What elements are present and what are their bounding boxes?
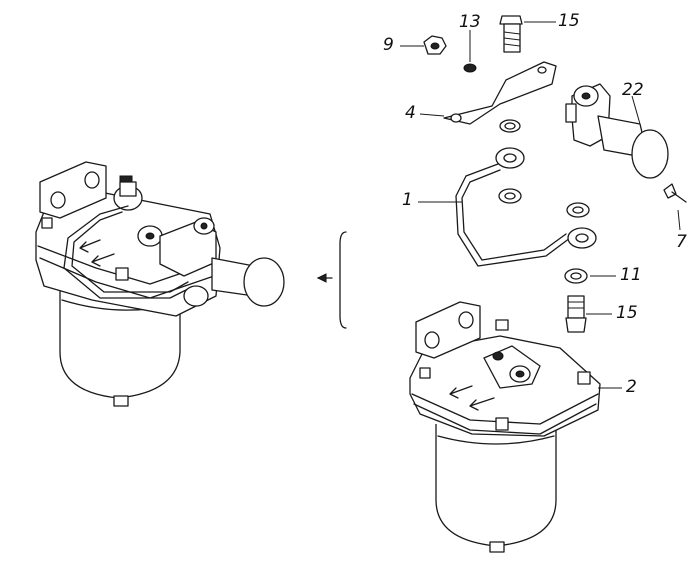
callout-15-bottom: 15 xyxy=(616,303,638,323)
sealing-washers xyxy=(498,188,590,218)
part-22-primer-pump xyxy=(565,83,669,179)
callout-22: 22 xyxy=(622,80,644,100)
callout-7: 7 xyxy=(676,232,687,252)
callout-15-top: 15 xyxy=(558,11,580,31)
assembled-filter xyxy=(35,161,285,407)
part-15-banjo-bolt xyxy=(499,15,523,53)
sealing-washer xyxy=(499,119,521,133)
part-7-screw xyxy=(663,183,687,203)
part-11-washer xyxy=(564,268,588,284)
part-4-bracket xyxy=(443,61,557,125)
leader-lines xyxy=(400,21,681,389)
callout-2: 2 xyxy=(626,377,637,397)
part-15-fitting xyxy=(565,295,587,333)
part-1-fuel-pipe xyxy=(455,147,597,267)
callout-1: 1 xyxy=(402,190,413,210)
callout-9: 9 xyxy=(383,35,394,55)
callout-13: 13 xyxy=(459,12,481,32)
callout-11: 11 xyxy=(620,265,642,285)
assembly-bracket xyxy=(316,231,347,329)
callout-4: 4 xyxy=(405,103,416,123)
part-13-washer xyxy=(463,63,477,73)
part-9-nut xyxy=(423,35,447,55)
part-2-filter-body xyxy=(409,301,601,553)
